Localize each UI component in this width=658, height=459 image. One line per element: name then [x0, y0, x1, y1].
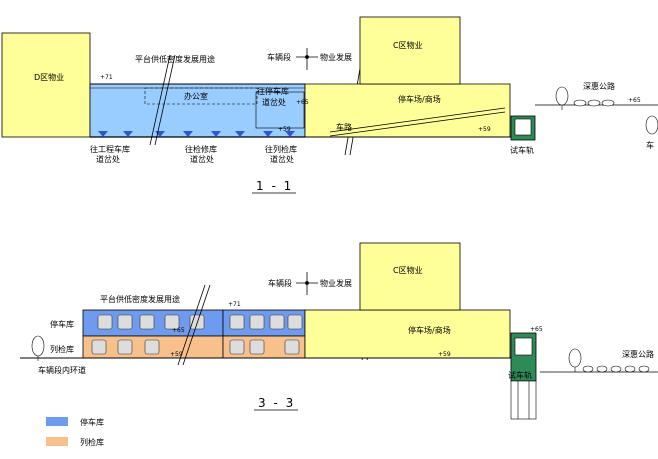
test-track-legs-3 — [510, 380, 537, 420]
roadside-trees-1 — [555, 86, 615, 110]
inspection-turnout: 往检修库 — [185, 144, 217, 154]
elev-65-1: +65 — [296, 99, 309, 106]
legend-swatch-inspection — [46, 437, 68, 446]
arrow-3 — [296, 272, 318, 295]
elev-65-3b: +65 — [530, 326, 543, 333]
platform-note-3: 平台供低密度发展用途 — [100, 294, 180, 304]
c-zone-building — [359, 16, 461, 85]
elev-71-1: +71 — [100, 74, 113, 81]
platform-note-1: 平台供低密度发展用途 — [135, 54, 215, 64]
section-title-3: 3 - 3 — [258, 396, 295, 410]
arrow-1 — [296, 48, 318, 70]
parking-garage-label: 停车库 — [50, 319, 74, 329]
test-track-label-1: 试车轨 — [510, 145, 534, 155]
loop-road-label: 车辆段内环道 — [38, 365, 86, 375]
elev-59-3b: +59 — [438, 351, 451, 358]
car-section-label-1: 车辆段 — [267, 52, 291, 62]
cut-off-tree — [645, 115, 658, 135]
ramp-line-2 — [329, 111, 506, 137]
office-label: 办公室 — [184, 91, 208, 101]
elev-59-1b: +59 — [478, 126, 491, 133]
elev-65-1b: +65 — [628, 97, 641, 104]
car-section-label-3: 车辆段 — [268, 278, 292, 288]
ramp-line-1 — [329, 107, 506, 133]
roadside-trees-3 — [31, 335, 650, 373]
parking-mall-label-1: 停车场/商场 — [398, 94, 441, 104]
inspection-turnout-2: 道岔处 — [190, 154, 214, 164]
section-1-1: D区物业 办公室 — [1, 16, 658, 194]
property-dev-label-1: 物业发展 — [320, 52, 352, 62]
elev-71-3: +71 — [228, 301, 241, 308]
legend-label-inspection: 列检库 — [80, 437, 104, 447]
track-fans-1 — [98, 131, 295, 137]
elev-65-3: +65 — [172, 327, 185, 334]
to-parking-turnout: 往停车库 — [257, 86, 289, 96]
to-engineering-turnout: 往工程车库 — [90, 144, 130, 154]
cut-off-label: 车 — [646, 140, 654, 150]
shenhui-road-label-3: 深惠公路 — [622, 349, 654, 359]
shenhui-road-label-1: 深惠公路 — [583, 81, 615, 91]
c-zone-label-1: C区物业 — [393, 40, 423, 50]
inspection-garage-label: 列检库 — [50, 344, 74, 354]
section-title-1: 1 - 1 — [256, 179, 293, 193]
property-dev-label-3: 物业发展 — [320, 278, 352, 288]
train-cars-3 — [91, 314, 303, 355]
parking-turnout-box — [255, 91, 305, 129]
test-track-car-3 — [514, 337, 533, 356]
test-track-car-1 — [514, 118, 532, 136]
elev-59-3a: +59 — [170, 351, 183, 358]
to-parking-turnout-2: 道岔处 — [262, 97, 286, 107]
to-engineering-turnout-2: 道岔处 — [96, 154, 120, 164]
d-zone-building — [1, 32, 91, 138]
to-inspection-turnout: 往列检库 — [265, 144, 297, 154]
legend: 停车库 列检库 — [46, 417, 104, 447]
section-3-3: C区物业 停车场/商场 试车轨 深惠公路 平台供低密度发展用途 车辆段 物业发展 — [20, 242, 658, 420]
c-zone-building-3 — [359, 242, 461, 311]
test-track-label-3: 试车轨 — [508, 370, 532, 380]
elev-59-1a: +59 — [278, 126, 291, 133]
d-zone-label: D区物业 — [34, 72, 64, 82]
legend-swatch-parking — [46, 417, 68, 426]
road-label-1: 车路 — [336, 122, 352, 132]
parking-mall-area-3 — [304, 309, 511, 359]
c-zone-label-3: C区物业 — [393, 265, 423, 275]
legend-label-parking: 停车库 — [80, 417, 104, 427]
to-inspection-turnout-2: 道岔处 — [270, 154, 294, 164]
parking-mall-label-3: 停车场/商场 — [408, 325, 451, 335]
